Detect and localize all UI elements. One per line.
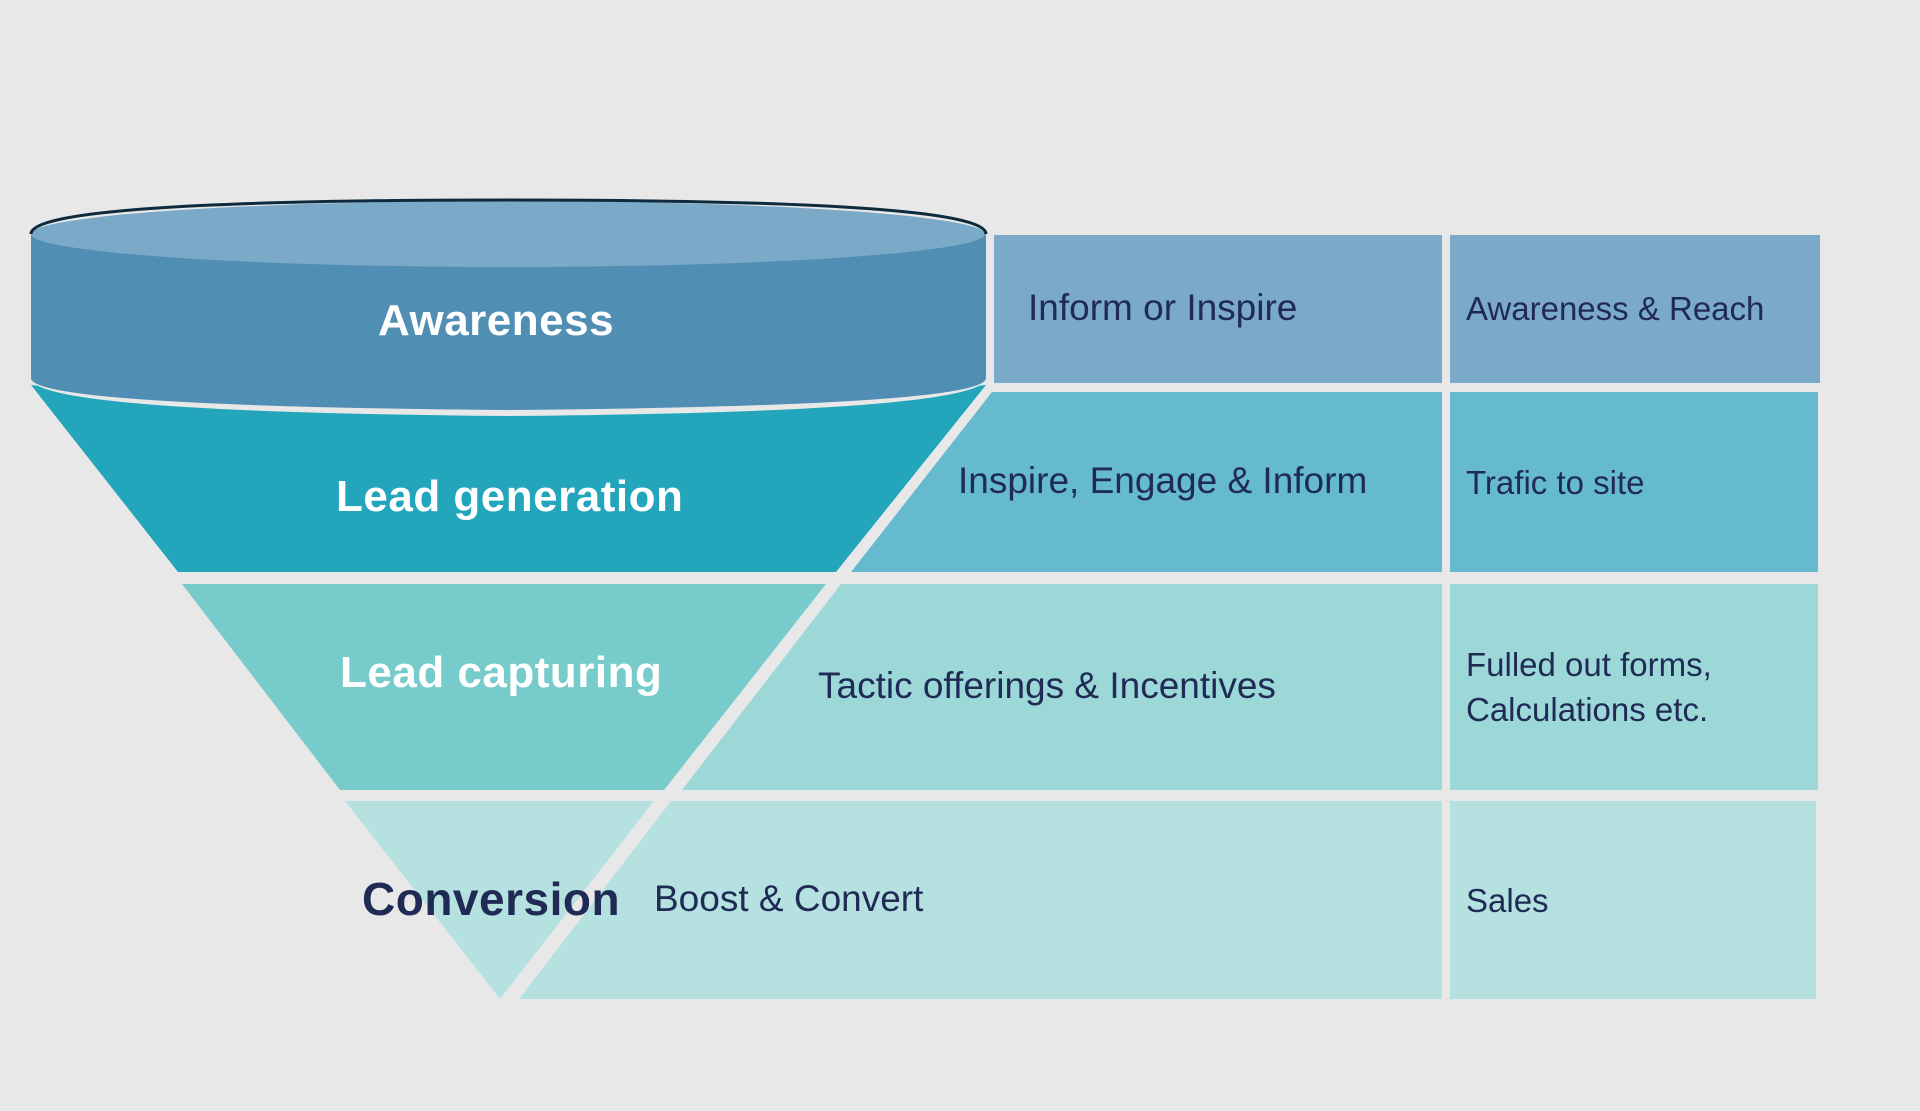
goal-label-conversion: Boost & Convert xyxy=(654,878,924,919)
goal-label-lead-generation: Inspire, Engage & Inform xyxy=(958,460,1368,501)
row3-goal-cell xyxy=(682,584,1442,790)
cylinder-outline xyxy=(29,198,988,235)
stage-label-lead-generation: Lead generation xyxy=(336,472,684,521)
cylinder-top xyxy=(31,201,985,267)
row4-goal-cell xyxy=(519,801,1442,999)
goal-label-awareness: Inform or Inspire xyxy=(1028,287,1298,328)
funnel-segment-lead-generation xyxy=(31,385,986,572)
cylinder-bottom-gap xyxy=(31,378,986,416)
row1-kpi-cell xyxy=(1450,235,1820,383)
kpi-label-lead-capturing-line1: Fulled out forms, xyxy=(1466,646,1712,683)
row2-kpi-cell xyxy=(1450,392,1818,572)
row2-goal-cell xyxy=(851,392,1442,572)
funnel-segment-awareness xyxy=(31,234,986,410)
kpi-label-awareness: Awareness & Reach xyxy=(1466,290,1765,327)
kpi-label-conversion: Sales xyxy=(1466,882,1549,919)
kpi-label-lead-generation: Trafic to site xyxy=(1466,464,1645,501)
funnel-segment-conversion xyxy=(345,801,654,999)
row3-kpi-cell xyxy=(1450,584,1818,790)
funnel-segment-lead-capturing xyxy=(182,584,826,790)
stage-label-awareness: Awareness xyxy=(378,296,615,345)
goal-label-lead-capturing: Tactic offerings & Incentives xyxy=(818,665,1276,706)
stage-label-conversion: Conversion xyxy=(362,873,621,925)
row1-goal-cell xyxy=(994,235,1442,383)
stage-label-lead-capturing: Lead capturing xyxy=(340,648,663,697)
kpi-label-lead-capturing-line2: Calculations etc. xyxy=(1466,691,1709,728)
row4-kpi-cell xyxy=(1450,801,1816,999)
